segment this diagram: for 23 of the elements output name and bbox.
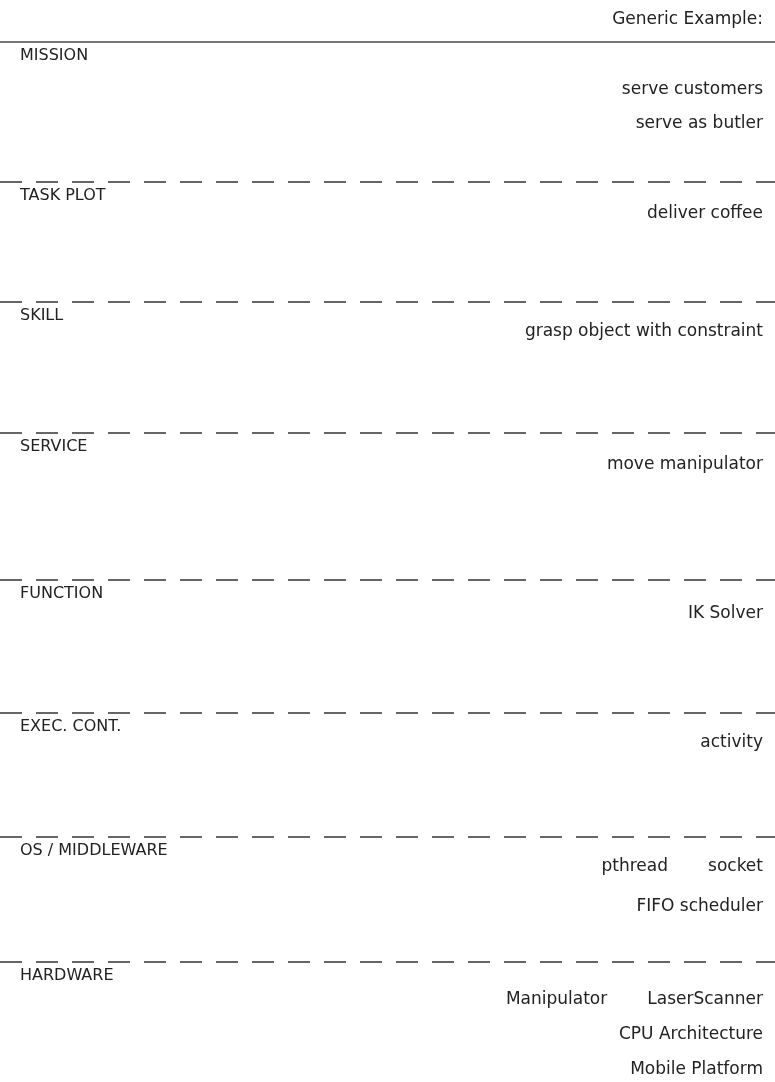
layer-heading: SERVICE	[20, 435, 88, 457]
layer-heading: MISSION	[20, 44, 89, 66]
example-text: grasp object with constraint	[524, 319, 763, 342]
example-text: IK Solver	[688, 601, 763, 624]
example-text: pthread	[601, 854, 669, 877]
example-text: Manipulator	[505, 987, 608, 1010]
diagram-title: Generic Example:	[612, 7, 763, 30]
layer-heading: HARDWARE	[20, 964, 114, 986]
example-text: deliver coffee	[647, 201, 763, 224]
example-text: Mobile Platform	[630, 1057, 763, 1080]
layer-heading: EXEC. CONT.	[20, 715, 122, 737]
example-text: move manipulator	[606, 452, 763, 475]
example-text: socket	[708, 854, 763, 877]
layer-heading: TASK PLOT	[20, 184, 106, 206]
example-text: CPU Architecture	[618, 1022, 763, 1045]
example-text: FIFO scheduler	[636, 894, 763, 917]
example-text: activity	[700, 730, 763, 753]
layer-heading: FUNCTION	[20, 582, 104, 604]
example-text: LaserScanner	[647, 987, 763, 1010]
example-text: serve as butler	[635, 111, 763, 134]
layer-heading: OS / MIDDLEWARE	[20, 839, 168, 861]
example-text: serve customers	[621, 77, 763, 100]
layer-heading: SKILL	[20, 304, 64, 326]
